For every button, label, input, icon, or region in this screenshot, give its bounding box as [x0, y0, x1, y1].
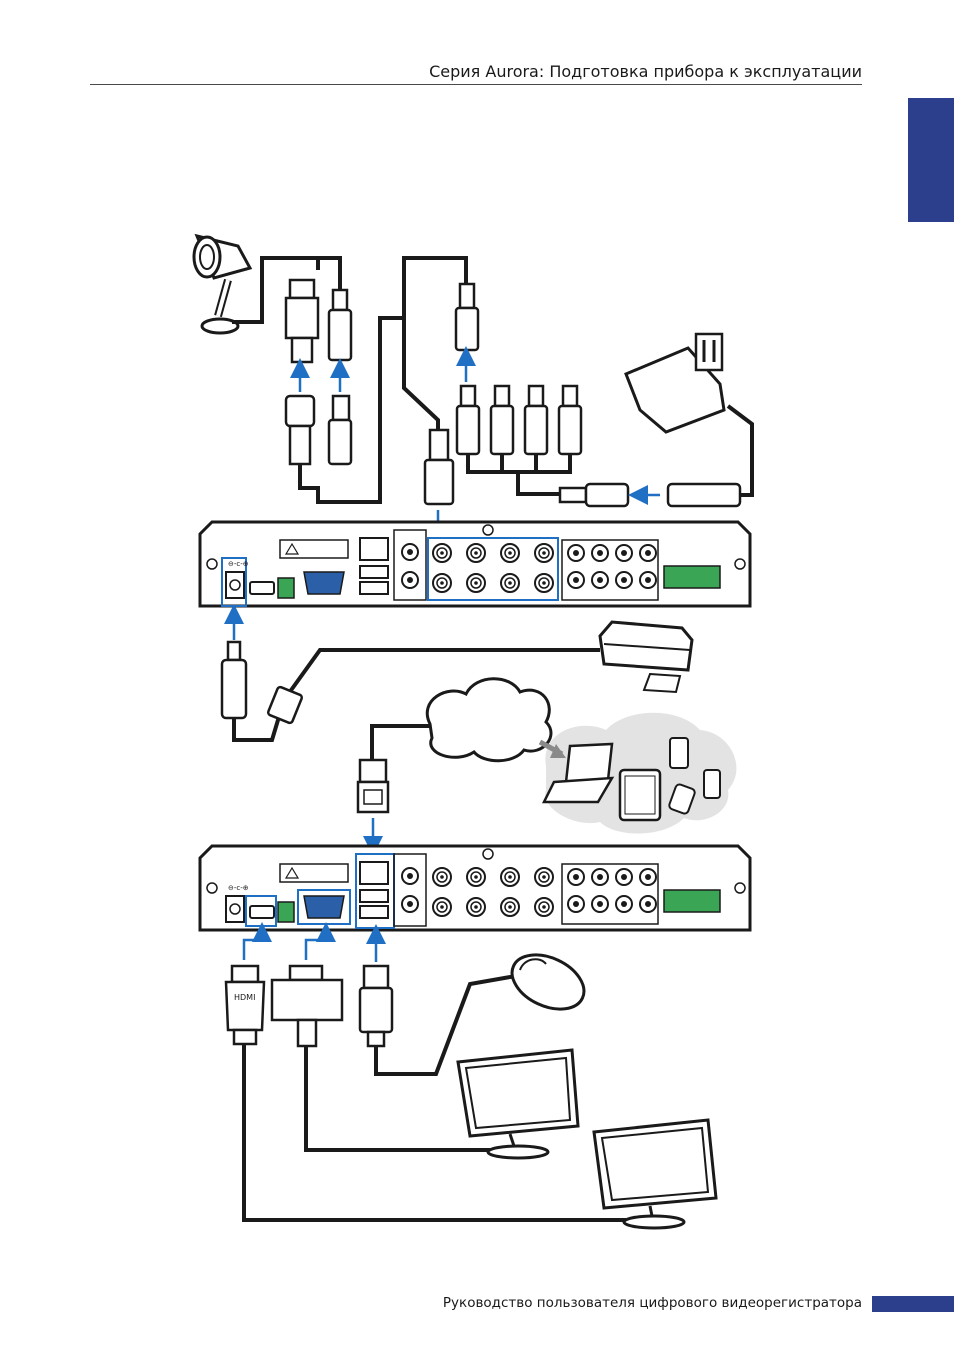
- dvr-power-plug: [222, 642, 246, 718]
- monitor-hdmi-icon: [594, 1120, 716, 1228]
- page-footer-title: Руководство пользователя цифрового видео…: [443, 1295, 862, 1311]
- dvr-power-label-bottom: ⊖-c-⊕: [228, 884, 249, 892]
- camera-power-adapter-icon: [626, 334, 752, 506]
- dvr-power-adapter-icon: [600, 622, 692, 692]
- monitor-vga-icon: [458, 1050, 578, 1158]
- mouse-icon: [503, 944, 592, 1020]
- dvr-rear-panel-bottom: ⊖-c-⊕: [200, 846, 750, 930]
- vga-plug: [272, 966, 342, 1046]
- camera-power-plug: [329, 290, 351, 360]
- extension-bnc-plug: [286, 396, 314, 464]
- ferrite-bead: [267, 686, 302, 724]
- dvr-bnc-plug: [425, 430, 453, 504]
- dvr-rear-panel-top: ⊖-c-⊕: [200, 522, 750, 606]
- camera-icon: [194, 236, 250, 333]
- hdmi-plug: HDMI: [226, 966, 264, 1044]
- page-number-bar: [872, 1296, 954, 1312]
- network-cable: [372, 726, 430, 760]
- usb-plug: [360, 966, 392, 1046]
- tablet-icon: [620, 770, 660, 820]
- dvr-power-label: ⊖-c-⊕: [228, 560, 249, 568]
- camera-bnc-plug: [286, 280, 318, 362]
- extension-power-plug: [329, 396, 351, 464]
- hdmi-plug-label: HDMI: [234, 993, 255, 1002]
- rj45-plug: [358, 760, 388, 812]
- splitter-input-plug: [456, 284, 478, 350]
- power-splitter-icon: [457, 386, 628, 506]
- internet-cloud-icon: [427, 679, 551, 761]
